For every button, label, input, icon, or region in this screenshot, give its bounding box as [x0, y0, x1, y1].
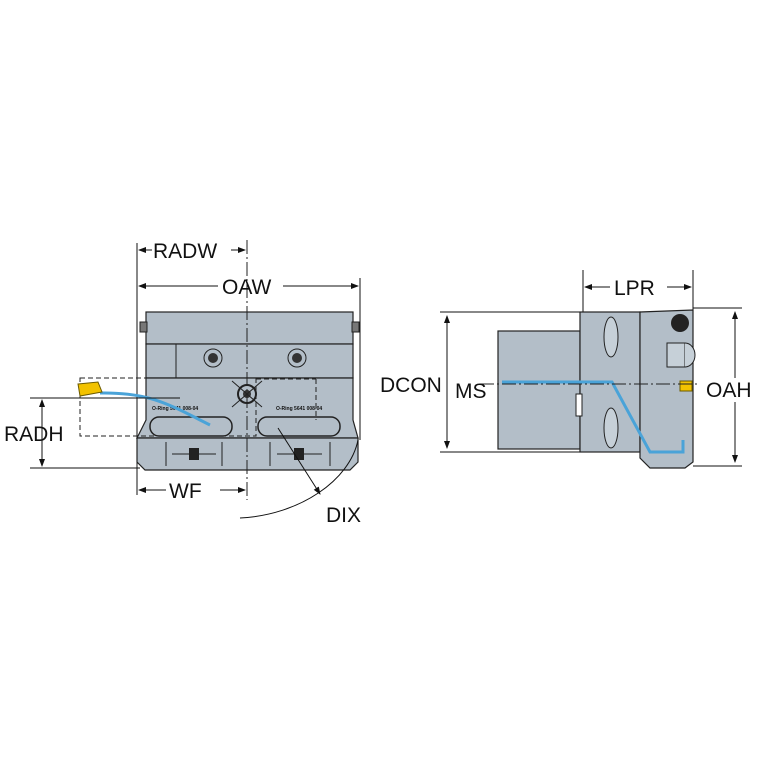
- shank: [497, 330, 581, 450]
- adjust-screw-right: [277, 448, 322, 460]
- adjust-screw-left: [172, 448, 216, 460]
- o-ring-slot-right: [257, 416, 341, 437]
- front-view: O-Ring 5641 008-04 O-Ring 5641 008-04 RA…: [4, 240, 361, 527]
- side-view: DCON MS LPR OAH: [380, 270, 752, 469]
- label-wf: WF: [169, 480, 202, 503]
- screw-icon: [671, 314, 689, 332]
- label-oaw: OAW: [222, 276, 272, 299]
- insert: [679, 380, 693, 392]
- coolant-channel: [99, 391, 211, 427]
- side-pin-right: [351, 321, 360, 333]
- middle-block: [145, 343, 354, 379]
- label-ms: MS: [455, 380, 487, 403]
- side-pin-left: [139, 321, 148, 333]
- slot: [603, 407, 619, 449]
- top-plate: [145, 311, 354, 345]
- base-plate: [136, 437, 359, 471]
- screw-icon: [287, 348, 307, 368]
- hidden-outline: [79, 377, 257, 437]
- coolant-channel: [502, 380, 685, 454]
- screw-icon: [203, 348, 223, 368]
- slot: [603, 316, 619, 358]
- label-lpr: LPR: [614, 277, 655, 300]
- label-dcon: DCON: [380, 374, 442, 397]
- label-radh: RADH: [4, 423, 64, 446]
- label-dix: DIX: [326, 504, 361, 527]
- insert: [77, 381, 103, 397]
- o-ring-marking-right: O-Ring 5641 008-04: [276, 406, 322, 412]
- label-oah: OAH: [706, 379, 752, 402]
- label-radw: RADW: [153, 240, 217, 263]
